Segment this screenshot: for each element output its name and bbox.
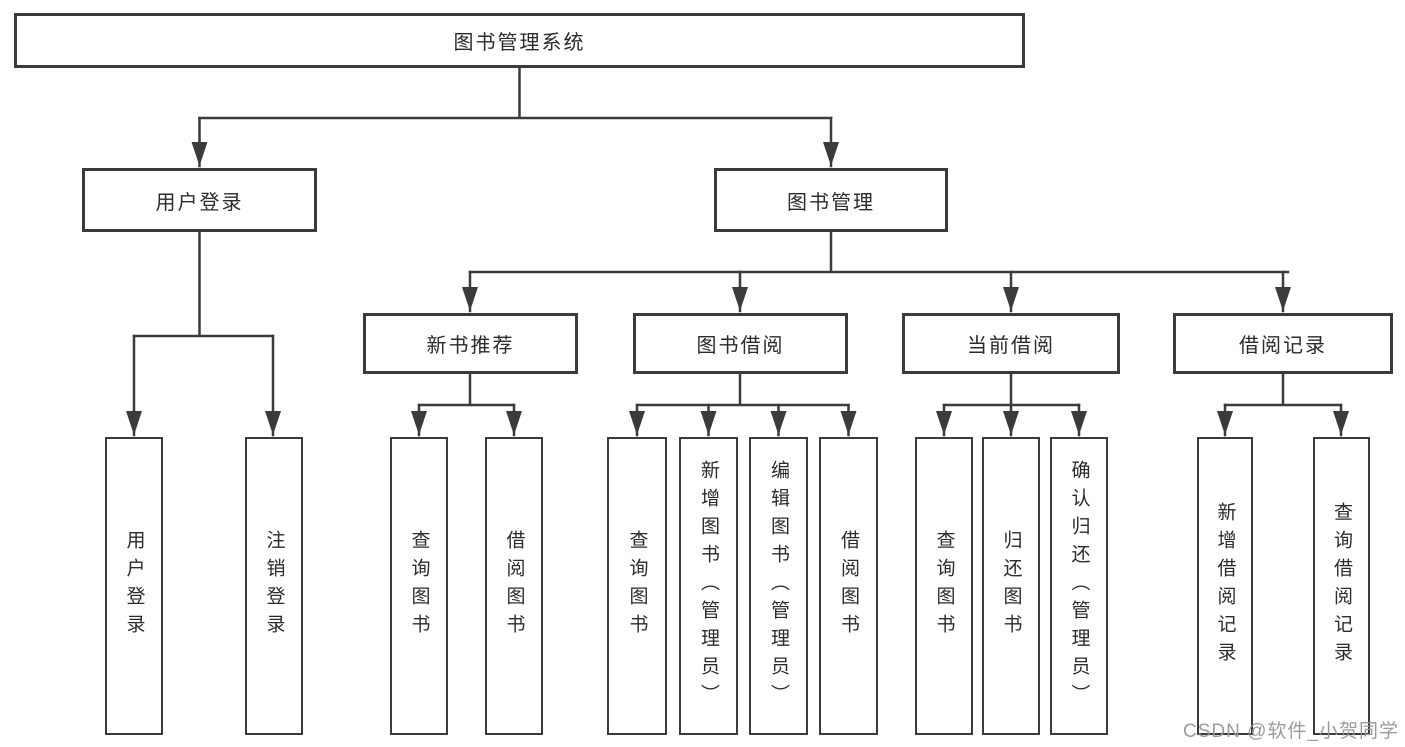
leaf-query-borrow-record-label: 查询借阅记录 bbox=[1331, 502, 1352, 670]
node-current-borrow: 当前借阅 bbox=[902, 313, 1120, 374]
node-current-borrow-label: 当前借阅 bbox=[967, 335, 1055, 357]
leaf-newbook-query-books-label: 查询图书 bbox=[408, 530, 430, 642]
leaf-borrow-books: 借阅图书 bbox=[819, 437, 878, 735]
leaf-return-books-label: 归还图书 bbox=[1000, 530, 1022, 642]
leaf-add-books-admin: 新增图书（管理员） bbox=[679, 437, 738, 735]
leaf-query-borrow-record: 查询借阅记录 bbox=[1313, 437, 1370, 735]
node-new-book-recommend-label: 新书推荐 bbox=[426, 335, 515, 357]
node-book-management: 图书管理 bbox=[714, 168, 948, 232]
leaf-confirm-return-admin: 确认归还（管理员） bbox=[1050, 437, 1108, 735]
node-new-book-recommend: 新书推荐 bbox=[363, 313, 578, 374]
leaf-newbook-borrow-books-label: 借阅图书 bbox=[503, 530, 525, 642]
leaf-user-login-label: 用户登录 bbox=[123, 530, 145, 642]
leaf-logout-label: 注销登录 bbox=[263, 530, 285, 642]
leaf-return-books: 归还图书 bbox=[982, 437, 1040, 735]
leaf-borrow-books-label: 借阅图书 bbox=[838, 530, 859, 642]
leaf-current-query-books-label: 查询图书 bbox=[933, 530, 955, 642]
leaf-newbook-borrow-books: 借阅图书 bbox=[485, 437, 543, 735]
leaf-logout: 注销登录 bbox=[245, 437, 303, 735]
node-user-login-label: 用户登录 bbox=[155, 191, 244, 214]
leaf-confirm-return-admin-label: 确认归还（管理员） bbox=[1068, 460, 1090, 712]
leaf-borrow-query-books-label: 查询图书 bbox=[626, 530, 648, 642]
node-book-management-label: 图书管理 bbox=[787, 191, 875, 214]
leaf-add-borrow-record: 新增借阅记录 bbox=[1197, 437, 1253, 735]
node-root-label: 图书管理系统 bbox=[453, 32, 586, 54]
leaf-add-books-admin-label: 新增图书（管理员） bbox=[698, 460, 719, 712]
leaf-add-borrow-record-label: 新增借阅记录 bbox=[1214, 502, 1236, 670]
node-borrow-record-label: 借阅记录 bbox=[1239, 335, 1327, 357]
node-user-login: 用户登录 bbox=[82, 168, 317, 232]
leaf-current-query-books: 查询图书 bbox=[915, 437, 973, 735]
node-book-borrow: 图书借阅 bbox=[633, 313, 848, 374]
node-root: 图书管理系统 bbox=[14, 13, 1025, 68]
leaf-newbook-query-books: 查询图书 bbox=[390, 437, 448, 735]
node-book-borrow-label: 图书借阅 bbox=[696, 335, 785, 357]
leaf-borrow-query-books: 查询图书 bbox=[607, 437, 667, 735]
csdn-watermark: CSDN @软件_小贺同学 bbox=[1183, 721, 1399, 742]
node-borrow-record: 借阅记录 bbox=[1173, 313, 1393, 374]
leaf-edit-books-admin: 编辑图书（管理员） bbox=[749, 437, 808, 735]
leaf-edit-books-admin-label: 编辑图书（管理员） bbox=[768, 460, 789, 712]
leaf-user-login: 用户登录 bbox=[105, 437, 163, 735]
